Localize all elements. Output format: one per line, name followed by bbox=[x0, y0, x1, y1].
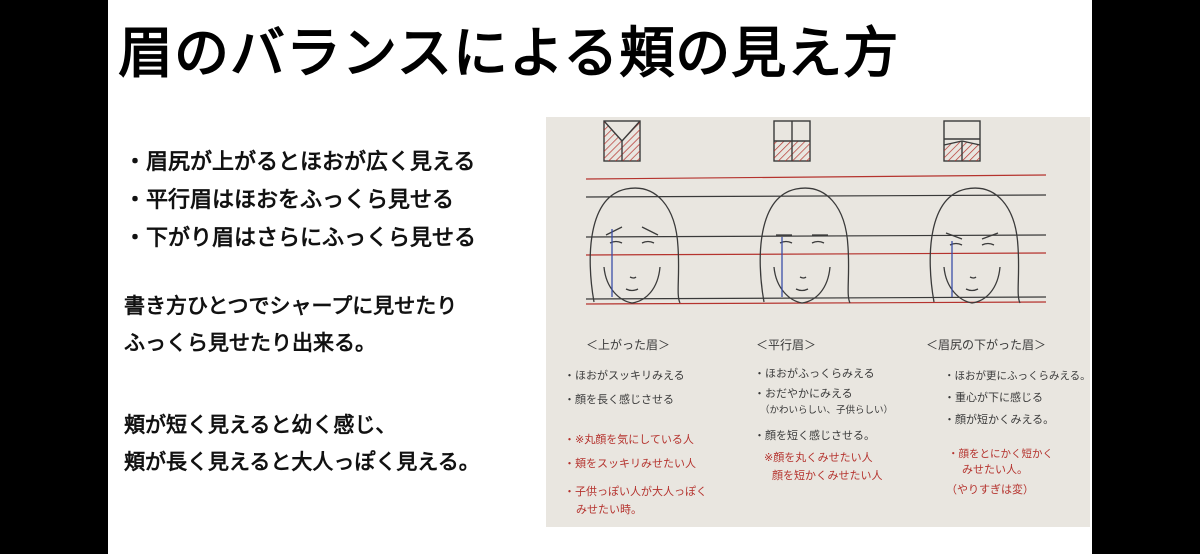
guide-line bbox=[585, 194, 1047, 198]
guide-line bbox=[585, 234, 1047, 238]
red-note: みせたい人。 bbox=[962, 463, 1028, 476]
column-heading: ＜上がった眉＞ bbox=[586, 337, 670, 352]
note: ・顔を長く感じさせる bbox=[564, 392, 674, 406]
red-note: ・※丸顔を気にしている人 bbox=[564, 432, 694, 446]
note: ・おだやかにみえる bbox=[754, 387, 853, 400]
slide: 眉のバランスによる頬の見え方 ・眉尻が上がるとほおが広く見える ・平行眉はほおを… bbox=[108, 0, 1092, 554]
red-note: ※顔を丸くみせたい人 bbox=[764, 450, 873, 464]
eyebrow-sketch-photo: ＜上がった眉＞ ＜平行眉＞ ＜眉尻の下がった眉＞ ・ほおがスッキリみえる ・顔を… bbox=[546, 117, 1090, 527]
note: （かわいらしい、子供らしい） bbox=[760, 404, 893, 416]
face-straight-brow bbox=[759, 187, 851, 304]
bullet-list: ・眉尻が上がるとほおが広く見える ・平行眉はほおをふっくら見せる ・下がり眉はさ… bbox=[124, 144, 476, 258]
column-heading: ＜平行眉＞ bbox=[756, 338, 816, 352]
red-note: 顔を短かくみせたい人 bbox=[772, 468, 882, 482]
paragraph-cheek-effect: 頬が短く見えると幼く感じ、 頬が長く見えると大人っぽく見える。 bbox=[124, 407, 480, 481]
guide-line-red bbox=[585, 252, 1047, 256]
bullet-item: ・眉尻が上がるとほおが広く見える bbox=[124, 150, 476, 175]
slide-title: 眉のバランスによる頬の見え方 bbox=[118, 21, 900, 85]
proportion-box-lowered bbox=[943, 120, 981, 162]
paragraph-line: 頬が短く見えると幼く感じ、 bbox=[124, 413, 397, 437]
paragraph-line: 書き方ひとつでシャープに見せたり bbox=[124, 294, 458, 318]
red-note: （やりすぎは変） bbox=[946, 482, 1034, 496]
paragraph-line: 頬が長く見えると大人っぽく見える。 bbox=[124, 450, 480, 474]
red-note: ・顔をとにかく短かく bbox=[948, 447, 1053, 460]
sketch-drawing: ＜上がった眉＞ ＜平行眉＞ ＜眉尻の下がった眉＞ ・ほおがスッキリみえる ・顔を… bbox=[564, 120, 1090, 516]
paragraph-drawing-effect: 書き方ひとつでシャープに見せたり ふっくら見せたり出来る。 bbox=[124, 288, 457, 362]
face-raised-brow bbox=[589, 187, 681, 304]
bullet-item: ・下がり眉はさらにふっくら見せる bbox=[124, 226, 477, 251]
note: ・顔が短かくみえる。 bbox=[944, 412, 1054, 426]
face-lowered-brow bbox=[929, 187, 1021, 304]
note: ・顔を短く感じさせる。 bbox=[754, 428, 875, 442]
red-note: みせたい時。 bbox=[576, 503, 642, 516]
bullet-item: ・平行眉はほおをふっくら見せる bbox=[124, 188, 455, 213]
note: ・ほおが更にふっくらみえる。 bbox=[944, 369, 1090, 382]
note: ・重心が下に感じる bbox=[944, 390, 1043, 404]
note: ・ほおがふっくらみえる bbox=[754, 366, 875, 380]
column-heading: ＜眉尻の下がった眉＞ bbox=[926, 337, 1046, 352]
guide-line bbox=[585, 296, 1047, 300]
proportion-box-straight bbox=[773, 120, 811, 162]
note: ・ほおがスッキリみえる bbox=[564, 368, 685, 382]
paragraph-line: ふっくら見せたり出来る。 bbox=[124, 331, 376, 355]
proportion-box-raised bbox=[603, 120, 641, 162]
guide-line-red bbox=[585, 174, 1047, 180]
red-note: ・子供っぽい人が大人っぽく bbox=[564, 484, 707, 498]
red-note: ・頬をスッキリみせたい人 bbox=[564, 456, 696, 470]
